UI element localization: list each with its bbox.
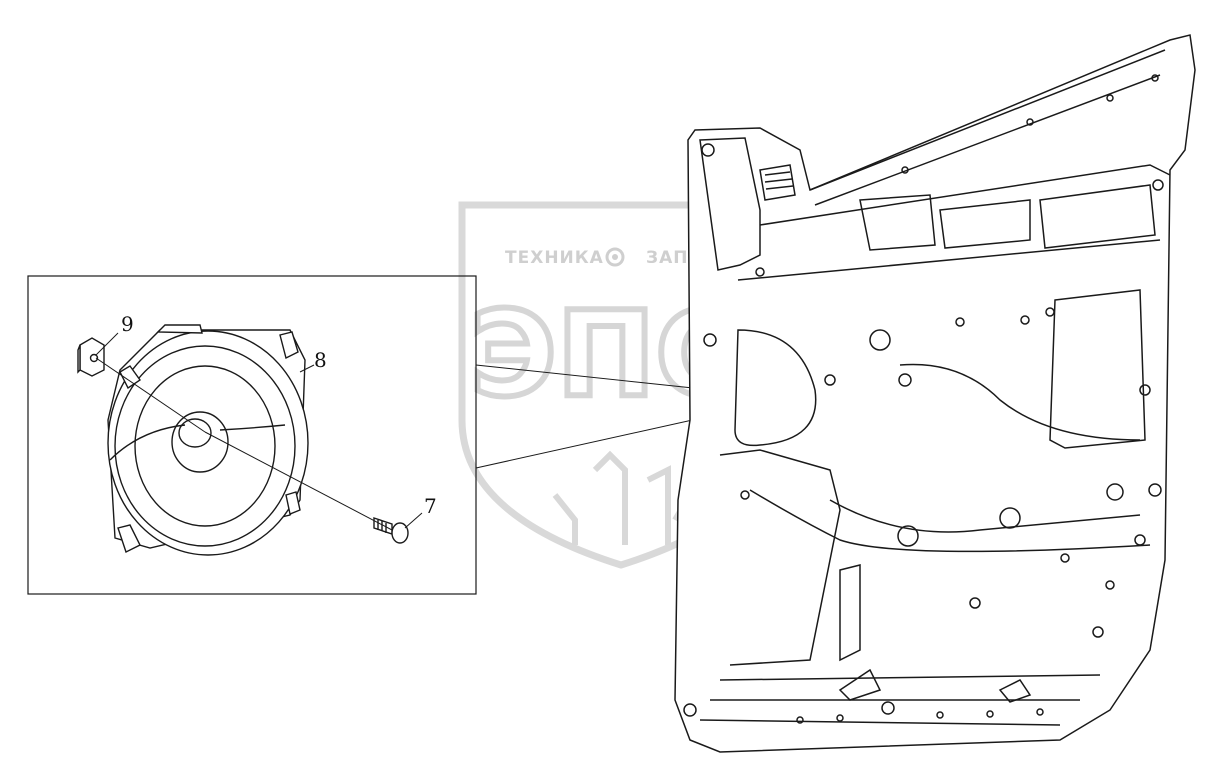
watermark-left-word: ТЕХНИКА <box>505 248 604 268</box>
detail-frame <box>27 275 477 595</box>
screw <box>373 517 409 544</box>
speaker-assembly <box>107 324 309 556</box>
watermark-building-icon <box>552 450 693 545</box>
callout-9: 9 <box>121 312 134 336</box>
callout-8: 8 <box>314 348 327 372</box>
speaker-dust-cap <box>178 418 212 448</box>
door-trim-panel <box>674 34 1196 753</box>
callout-7: 7 <box>424 494 437 518</box>
armrest-pocket <box>1049 289 1146 449</box>
speaker-mount-tab-top <box>279 331 299 360</box>
speaker-connector <box>156 324 203 334</box>
gear-icon <box>605 247 625 267</box>
tweeter-grille <box>759 164 796 201</box>
callout-leaders <box>95 332 423 531</box>
door-handle-recess <box>859 194 936 251</box>
door-outline <box>674 34 1196 753</box>
speaker-mount-tab-bottom <box>117 524 141 553</box>
mounting-bracket <box>77 337 105 377</box>
speaker-opening <box>734 329 817 447</box>
